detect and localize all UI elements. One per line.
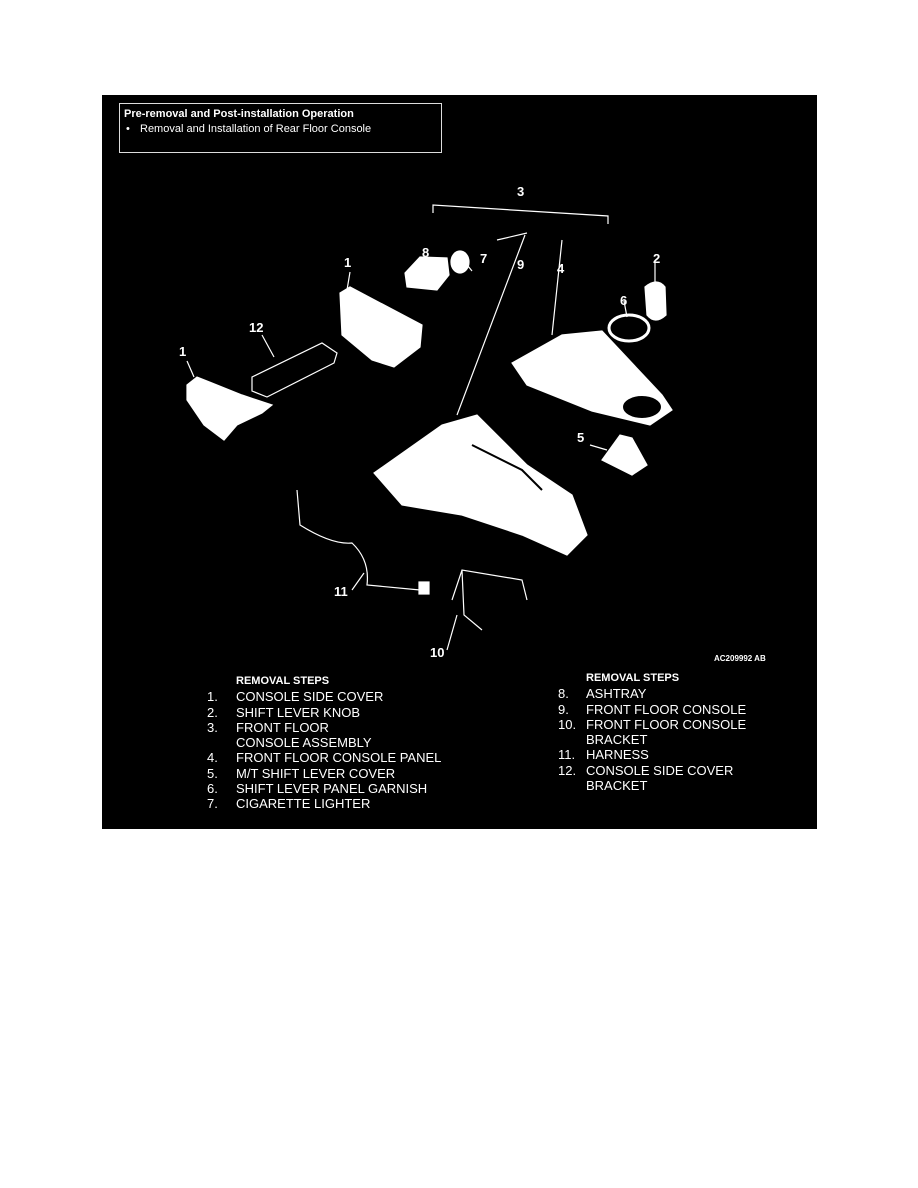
pre-removal-box: Pre-removal and Post-installation Operat… [119,103,442,153]
step-number: 6. [207,781,218,797]
step-number: 9. [558,701,569,717]
removal-steps-heading: REMOVAL STEPS [236,675,330,687]
step-text: CIGARETTE LIGHTER [236,796,371,812]
step-number: 4. [207,750,218,766]
console-parts-drawing [186,204,673,651]
step-text: M/T SHIFT LEVER COVER [236,765,396,781]
step-row: 2. SHIFT LEVER KNOB [207,705,446,720]
step-text: SHIFT LEVER KNOB [236,704,361,720]
step-text: HARNESS [586,747,649,763]
callout-6: 6 [620,293,628,308]
step-number: 2. [207,704,218,720]
assembly-bracket-line [432,204,609,224]
pre-removal-title: Pre-removal and Post-installation Operat… [124,108,354,120]
harness-part [296,489,421,591]
step-number: 1. [207,689,218,705]
shift-knob-part [644,281,667,321]
step-text: FRONT FLOOR CONSOLE ASSEMBLY [236,719,372,751]
step-number: 10. [558,716,577,732]
side-cover-bracket-part [251,342,338,398]
callout-1-lower: 1 [179,344,187,359]
step-number: 5. [207,765,218,781]
step-number: 11. [558,747,576,763]
callout-4: 4 [557,261,565,276]
step-row: 7. CIGARETTE LIGHTER [207,796,446,811]
callout-2: 2 [653,251,661,266]
console-bracket-part [451,569,528,631]
step-number: 12. [558,762,577,778]
step-text: SHIFT LEVER PANEL GARNISH [236,781,428,797]
pre-removal-item: Removal and Installation of Rear Floor C… [124,122,437,137]
step-text: FRONT FLOOR CONSOLE BRACKET [586,716,747,748]
shift-lever-cover-part [601,434,648,476]
step-row: 9. FRONT FLOOR CONSOLE [558,702,796,717]
garnish-part [607,313,651,343]
exploded-diagram-figure: Pre-removal and Post-installation Operat… [102,95,817,829]
step-text: CONSOLE SIDE COVER BRACKET [586,762,734,794]
step-text: CONSOLE SIDE COVER [236,689,384,705]
callout-1-upper: 1 [344,255,352,270]
callout-3: 3 [517,184,525,199]
step-row: 11. HARNESS [558,747,796,762]
step-row: 5. M/T SHIFT LEVER COVER [207,766,446,781]
step-row: 1. CONSOLE SIDE COVER [207,689,446,704]
step-number: 3. [207,719,218,735]
step-text: FRONT FLOOR CONSOLE PANEL [236,750,442,766]
step-text: FRONT FLOOR CONSOLE [586,701,747,717]
side-cover-upper-part [339,286,423,368]
figure-code: AC209992 AB [714,654,766,663]
step-row: 3. FRONT FLOOR CONSOLE ASSEMBLY [207,720,446,751]
step-number: 8. [558,686,569,702]
front-floor-console-part [373,414,588,556]
removal-steps-right: REMOVAL STEPS 8. ASHTRAY 9. FRONT FLOOR CO… [558,671,796,793]
removal-steps-heading: REMOVAL STEPS [586,672,680,684]
callout-7: 7 [480,251,488,266]
step-row: 6. SHIFT LEVER PANEL GARNISH [207,781,446,796]
step-row: 4. FRONT FLOOR CONSOLE PANEL [207,750,446,765]
callout-5: 5 [577,430,585,445]
removal-steps-left: REMOVAL STEPS 1. CONSOLE SIDE COVER 2. SHI… [207,674,446,812]
step-number: 7. [207,796,218,812]
callout-9: 9 [517,257,525,272]
step-row: 12. CONSOLE SIDE COVER BRACKET [558,763,796,794]
step-text: ASHTRAY [586,686,647,702]
callout-8: 8 [422,245,430,260]
ashtray-part [404,256,450,291]
callout-11: 11 [334,584,348,599]
callout-12: 12 [249,320,264,335]
side-cover-lower-part [186,376,274,441]
step-row: 8. ASHTRAY [558,686,796,701]
callout-10: 10 [430,645,445,660]
step-row: 10. FRONT FLOOR CONSOLE BRACKET [558,717,796,748]
cigarette-lighter-part [450,250,470,274]
